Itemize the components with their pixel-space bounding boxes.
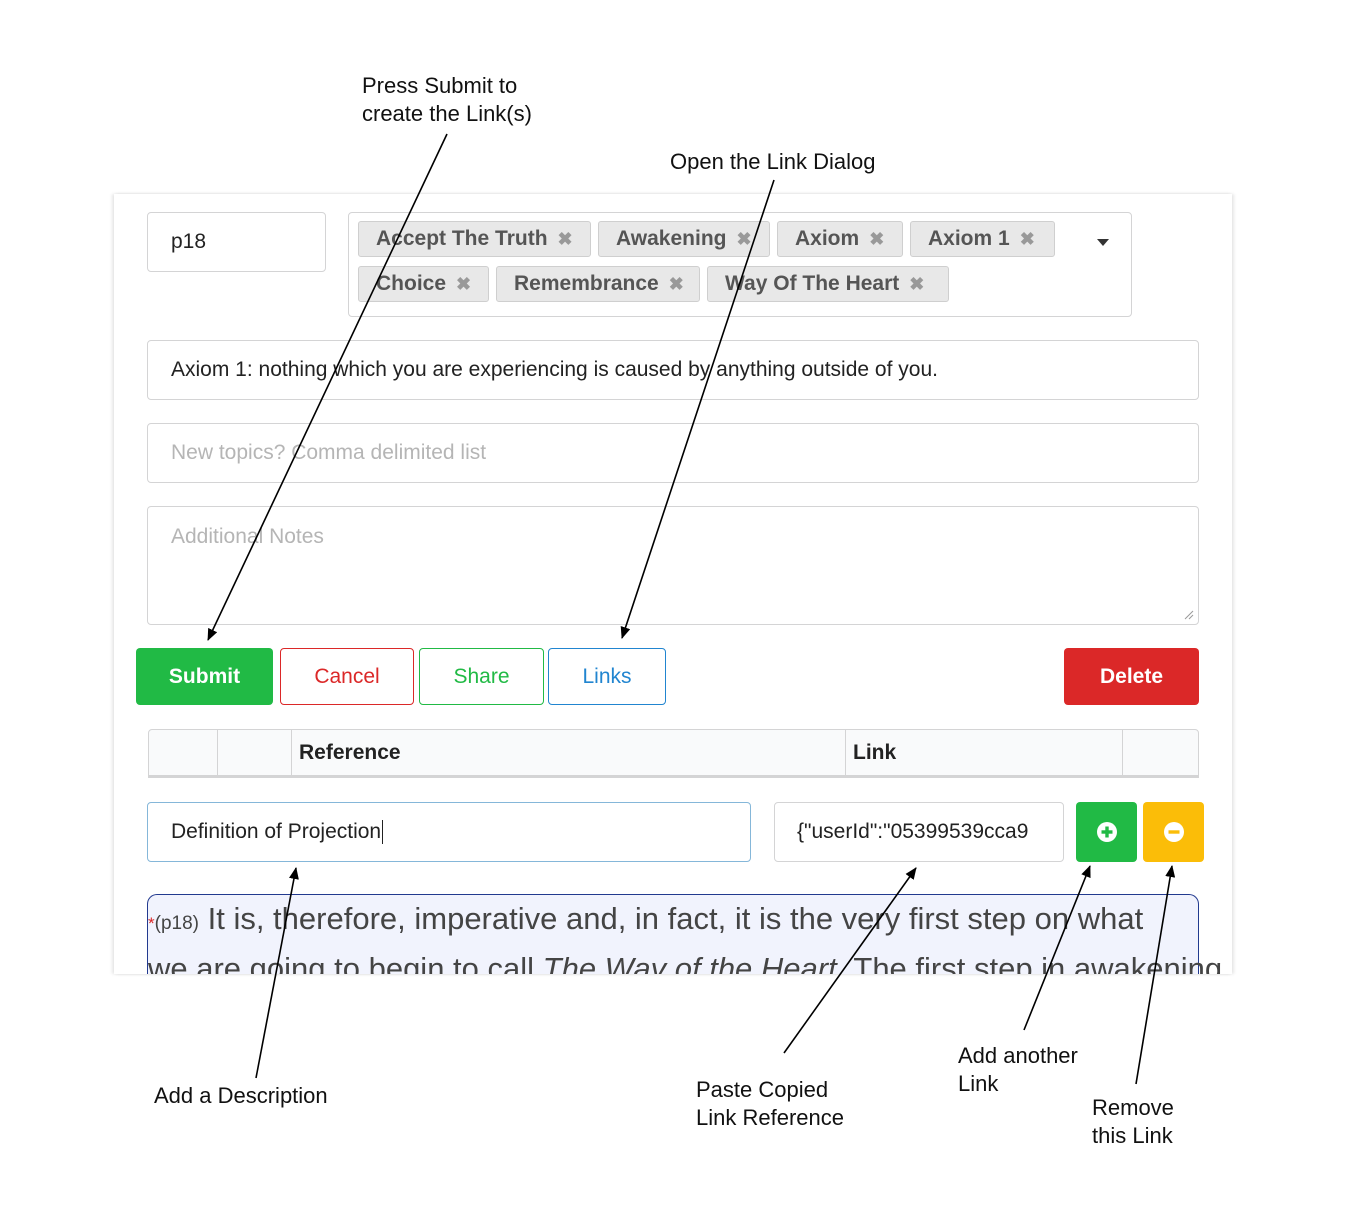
- text-cursor: [382, 820, 384, 844]
- column-divider: [1122, 730, 1123, 776]
- annotation-submit: Press Submit to create the Link(s): [362, 73, 532, 126]
- remove-chip-icon[interactable]: ✖: [909, 273, 925, 294]
- delete-button[interactable]: Delete: [1064, 648, 1199, 705]
- annotation-add: Add another Link: [958, 1043, 1078, 1096]
- annotation-links: Open the Link Dialog: [670, 149, 876, 174]
- quote-text-field[interactable]: Axiom 1: nothing which you are experienc…: [147, 340, 1199, 400]
- topic-chip-label: Axiom: [795, 227, 860, 250]
- bookmark-marker: *: [148, 914, 155, 933]
- column-divider: [291, 730, 292, 776]
- links-table-header: Reference Link: [148, 729, 1199, 778]
- topic-chip-label: Remembrance: [514, 272, 659, 295]
- new-topics-input[interactable]: New topics? Comma delimited list: [147, 423, 1199, 483]
- additional-notes-textarea[interactable]: Additional Notes: [147, 506, 1199, 625]
- minus-circle-icon: [1163, 822, 1184, 842]
- preview-italic-text: The Way of the Heart: [542, 951, 837, 974]
- preview-line: *(p18) It is, therefore, imperative and,…: [148, 901, 1143, 937]
- topics-multiselect[interactable]: Accept The Truth ✖ Awakening ✖ Axiom ✖ Axio…: [348, 212, 1132, 317]
- cancel-button[interactable]: Cancel: [280, 648, 414, 705]
- paragraph-id-field[interactable]: p18: [147, 212, 326, 272]
- annotation-description: Add a Description: [154, 1083, 328, 1108]
- column-divider: [845, 730, 846, 776]
- remove-chip-icon[interactable]: ✖: [456, 273, 472, 294]
- topic-chip-label: Choice: [376, 272, 447, 295]
- topic-chip-label: Awakening: [616, 227, 727, 250]
- preview-text: . The first step in awakening: [836, 951, 1223, 974]
- topic-chip[interactable]: Axiom 1 ✖: [910, 221, 1055, 257]
- topic-chip[interactable]: Accept The Truth ✖: [358, 221, 591, 257]
- paragraph-ref: (p18): [154, 913, 199, 934]
- dropdown-caret-icon[interactable]: [1097, 239, 1109, 246]
- notes-placeholder: Additional Notes: [171, 525, 324, 548]
- topic-chip[interactable]: Remembrance ✖: [496, 266, 700, 302]
- remove-chip-icon[interactable]: ✖: [736, 228, 752, 249]
- topic-chip[interactable]: Way Of The Heart ✖: [707, 266, 949, 302]
- quote-text-value: Axiom 1: nothing which you are experienc…: [171, 358, 938, 381]
- link-column-header: Link: [853, 741, 897, 764]
- link-description-input[interactable]: Definition of Projection: [147, 802, 751, 862]
- topic-chip-label: Accept The Truth: [376, 227, 548, 250]
- remove-chip-icon[interactable]: ✖: [869, 228, 885, 249]
- paragraph-id-value: p18: [171, 230, 207, 253]
- link-description-value: Definition of Projection: [171, 820, 382, 843]
- topic-chip[interactable]: Awakening ✖: [598, 221, 770, 257]
- column-divider: [217, 730, 218, 776]
- preview-text: It is, therefore, imperative and, in fac…: [207, 901, 1144, 936]
- submit-button[interactable]: Submit: [136, 648, 273, 705]
- annotation-paste: Paste Copied Link Reference: [696, 1077, 844, 1130]
- annotation-remove: Remove this Link: [1092, 1095, 1174, 1148]
- topic-chip[interactable]: Axiom ✖: [777, 221, 903, 257]
- link-reference-value: {"userId":"05399539cca9: [797, 820, 1029, 843]
- new-topics-placeholder: New topics? Comma delimited list: [171, 441, 487, 464]
- plus-circle-icon: [1096, 822, 1117, 842]
- resize-handle-icon[interactable]: [1184, 610, 1194, 620]
- add-link-button[interactable]: [1076, 802, 1137, 862]
- edit-form-card: p18 Accept The Truth ✖ Awakening ✖ Axiom ✖ …: [114, 194, 1232, 974]
- remove-chip-icon[interactable]: ✖: [557, 228, 573, 249]
- topic-chip-label: Way Of The Heart: [725, 272, 900, 295]
- links-button[interactable]: Links: [548, 648, 666, 705]
- remove-link-button[interactable]: [1143, 802, 1204, 862]
- paragraph-preview: *(p18) It is, therefore, imperative and,…: [147, 894, 1222, 974]
- share-button[interactable]: Share: [419, 648, 544, 705]
- remove-chip-icon[interactable]: ✖: [668, 273, 684, 294]
- reference-column-header: Reference: [299, 741, 401, 764]
- preview-line: we are going to begin to call The Way of…: [148, 951, 1222, 974]
- link-reference-input[interactable]: {"userId":"05399539cca9: [774, 802, 1064, 862]
- preview-text: we are going to begin to call: [148, 951, 543, 974]
- topic-chip[interactable]: Choice ✖: [358, 266, 489, 302]
- topic-chip-label: Axiom 1: [928, 227, 1010, 250]
- remove-chip-icon[interactable]: ✖: [1019, 228, 1035, 249]
